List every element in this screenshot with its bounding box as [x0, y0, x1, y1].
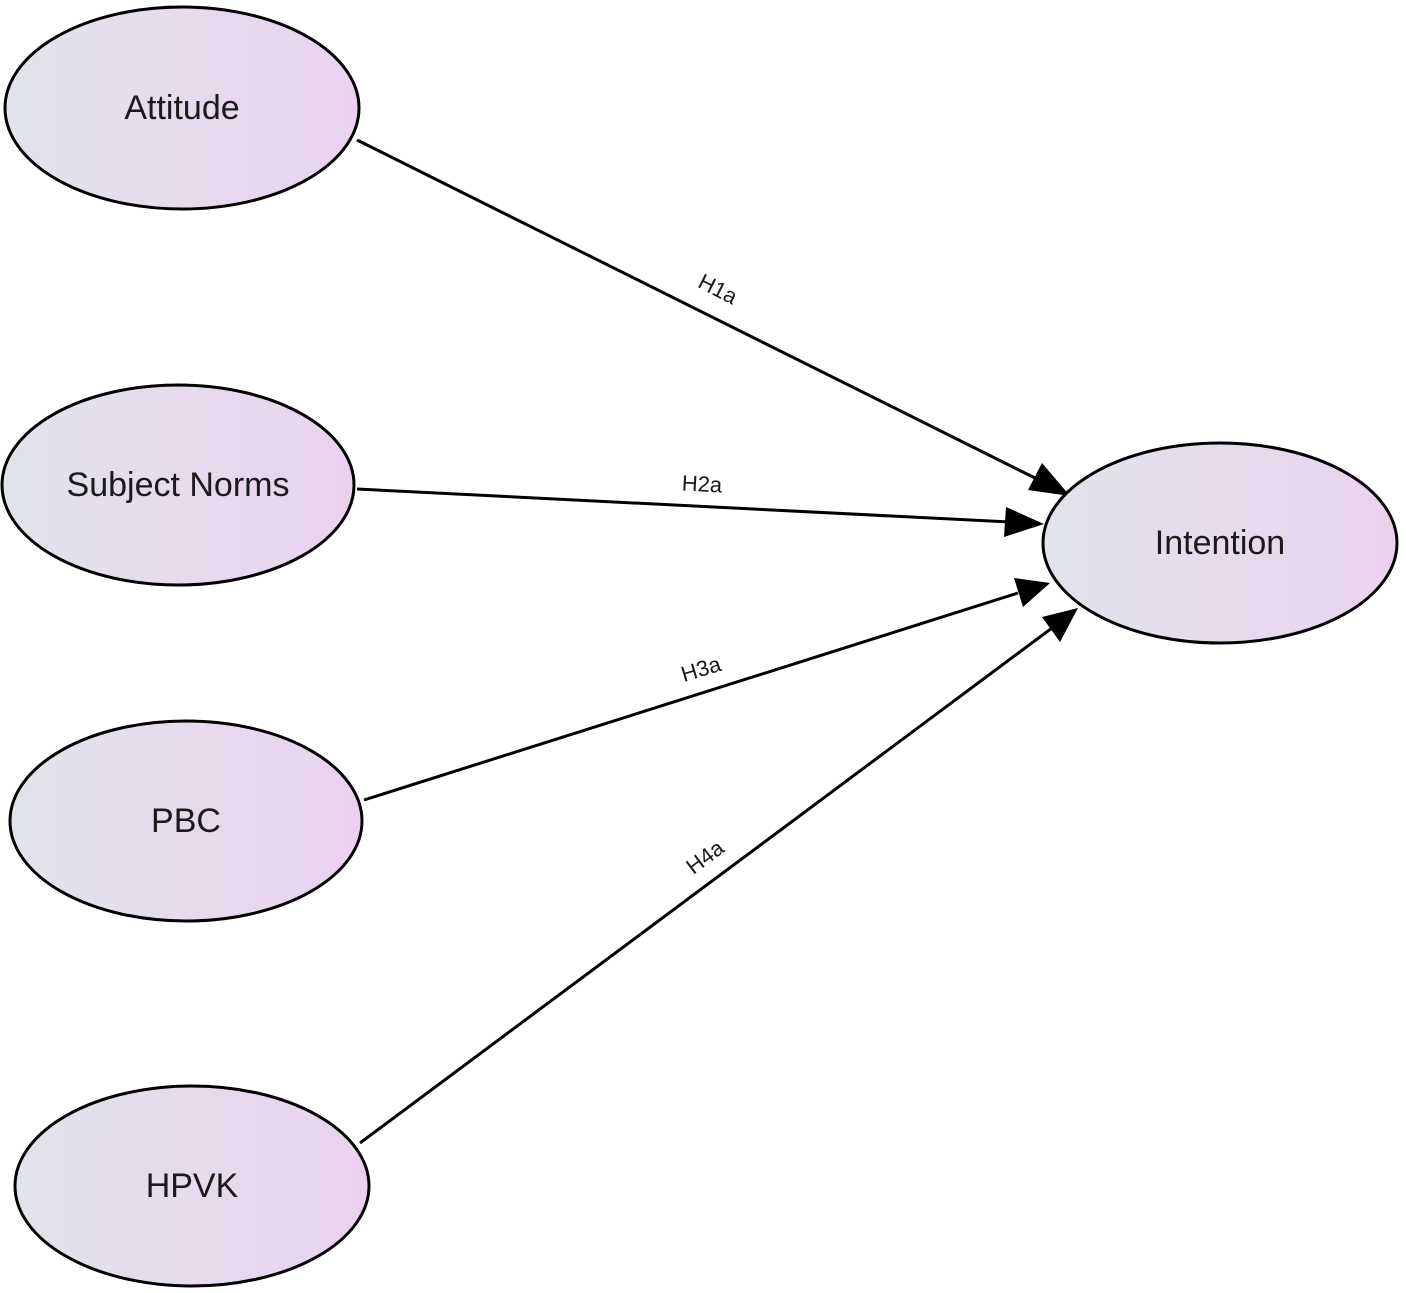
edge-line [363, 591, 1019, 802]
node-label: Subject Norms [67, 466, 290, 504]
edge-label: H2a [681, 470, 723, 497]
arrowhead-icon [1014, 578, 1050, 607]
node-ellipse [1041, 441, 1399, 645]
edge-attitude-intention: H1a [356, 138, 1070, 496]
node-hpvk: HPVK [13, 1084, 371, 1288]
node-ellipse [13, 1084, 371, 1288]
edge-line [356, 138, 1036, 480]
node-subject-norms: Subject Norms [0, 383, 356, 587]
node-intention: Intention [1041, 441, 1399, 645]
edge-pbc-intention: H3a [363, 578, 1050, 802]
node-ellipse [0, 383, 356, 587]
edge-subject-norms-intention: H2a [356, 470, 1044, 537]
edge-line [356, 487, 1011, 524]
node-ellipse [8, 719, 364, 923]
node-pbc: PBC [8, 719, 364, 923]
node-attitude: Attitude [3, 5, 361, 211]
node-label: Intention [1155, 524, 1285, 562]
node-label: HPVK [146, 1167, 239, 1205]
node-ellipse [3, 5, 361, 211]
edge-label: H1a [694, 269, 742, 310]
arrowhead-icon [1028, 463, 1070, 496]
arrowhead-icon [1042, 608, 1078, 642]
edge-label: H3a [678, 651, 725, 687]
node-label: Attitude [124, 89, 239, 127]
arrowhead-icon [1004, 507, 1044, 537]
node-label: PBC [151, 802, 221, 840]
edge-line [359, 626, 1053, 1145]
